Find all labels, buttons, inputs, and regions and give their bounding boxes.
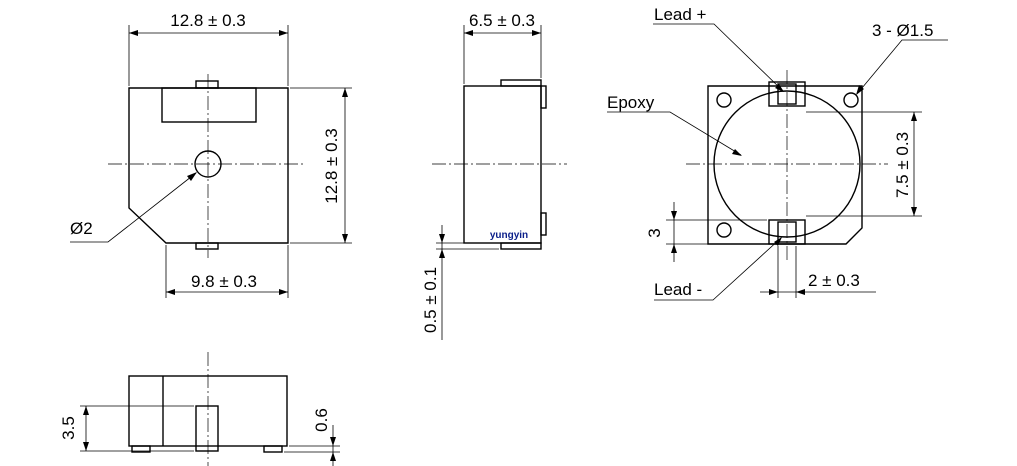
mount-hole-1 [716, 92, 732, 108]
lower-foot-left [131, 445, 151, 453]
side-right-tab-bottom [540, 212, 547, 236]
side-body-outline [463, 85, 542, 244]
pad-label: 3 [645, 228, 664, 237]
front-bottom-tab [195, 242, 219, 250]
front-hole-leader [70, 172, 197, 243]
side-watermark: yungyin [490, 230, 528, 241]
front-hole-label: Ø2 [70, 219, 93, 238]
lead-minus-leader [654, 237, 782, 301]
pitch-label: 7.5 ± 0.3 [893, 132, 912, 198]
holes-label: 3 - Ø1.5 [872, 21, 933, 40]
bottom-body-outline [707, 85, 863, 245]
front-top-tab [195, 80, 219, 89]
lower-height-label: 3.5 [59, 416, 78, 440]
lead-minus-label: Lead - [654, 280, 702, 299]
front-body-outline [128, 87, 289, 244]
side-view: yungyin 6.5 ± 0.3 0.5 ± 0.1 [421, 11, 567, 340]
side-right-tab-top [540, 85, 547, 109]
lower-foot-right [263, 445, 283, 453]
epoxy-label: Epoxy [607, 93, 655, 112]
lead-width-label: 2 ± 0.3 [808, 271, 860, 290]
side-depth-label: 6.5 ± 0.3 [469, 11, 535, 30]
lower-view: 3.5 0.6 [59, 352, 340, 466]
mount-hole-3 [716, 222, 732, 238]
side-top-tab [500, 79, 542, 87]
front-width-label: 12.8 ± 0.3 [170, 11, 246, 30]
front-top-notch [161, 87, 257, 123]
side-bottom-tab [500, 242, 542, 250]
front-base-label: 9.8 ± 0.3 [191, 272, 257, 291]
epoxy-leader [607, 111, 742, 156]
lead-plus-label: Lead + [654, 5, 707, 24]
lower-center-lead [195, 405, 219, 452]
lower-foot-label: 0.6 [312, 408, 331, 432]
bottom-view: Lead + 3 - Ø1.5 Epoxy 7.5 ± 0.3 3 Lead - [607, 5, 948, 301]
holes-leader [856, 39, 948, 95]
lead-plus-leader [653, 23, 784, 92]
mount-hole-2 [843, 92, 859, 108]
front-height-label: 12.8 ± 0.3 [322, 128, 341, 204]
front-view: 12.8 ± 0.3 12.8 ± 0.3 9.8 ± 0.3 Ø2 [70, 11, 352, 298]
side-lead-label: 0.5 ± 0.1 [421, 267, 440, 333]
